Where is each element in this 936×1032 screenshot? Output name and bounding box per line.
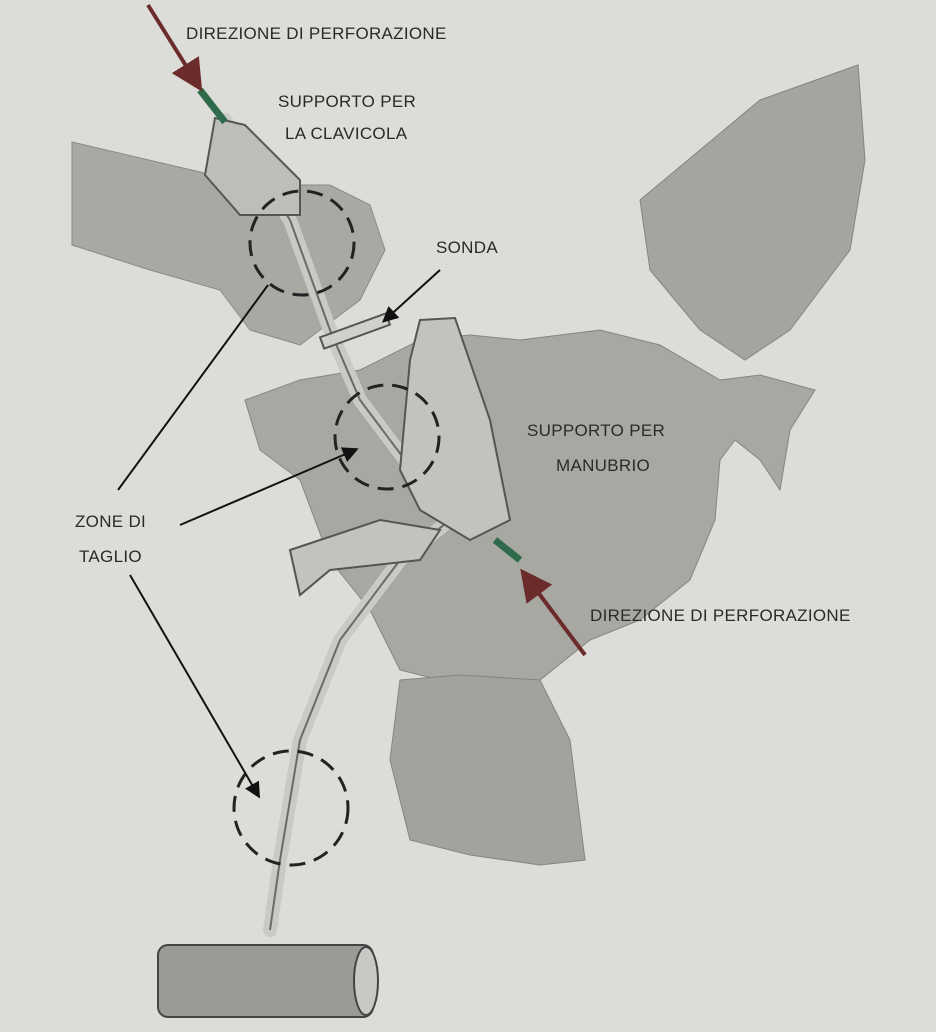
clavicle-support [203, 116, 301, 216]
cut-zone-circle-1 [248, 189, 356, 297]
manubrium-bone [244, 329, 816, 691]
cut-zones-label-1: ZONE DI [75, 512, 147, 531]
scapula-bone [639, 64, 866, 361]
clavicle-support-label-1: SUPPORTO PER [278, 92, 417, 111]
cut-zone-circle-3 [232, 749, 350, 867]
t-handle [157, 944, 374, 1018]
leader-zone-1 [117, 284, 269, 491]
lower-support [288, 518, 442, 597]
leader-zone-2 [179, 447, 359, 526]
clavicle-support-label-2: LA CLAVICOLA [285, 124, 408, 143]
leader-probe [382, 269, 441, 323]
manubrium-support [398, 316, 512, 542]
sternum-body-bone [389, 674, 586, 866]
manubrium-support-label-1: SUPPORTO PER [527, 421, 666, 440]
cut-zone-circle-2 [333, 383, 441, 491]
cut-zones-label-2: TAGLIO [79, 547, 142, 566]
drill-tip-top [197, 87, 228, 125]
manubrium-support-label-2: MANUBRIO [556, 456, 651, 475]
probe-label: SONDA [436, 238, 498, 257]
direction-arrow-top [146, 3, 203, 92]
drill-tip-bottom [492, 537, 523, 563]
direction-arrow-bottom [520, 568, 587, 657]
direction-label-top: DIREZIONE DI PERFORAZIONE [186, 24, 447, 43]
leader-zone-3 [129, 574, 261, 799]
direction-label-bottom: DIREZIONE DI PERFORAZIONE [590, 606, 851, 625]
